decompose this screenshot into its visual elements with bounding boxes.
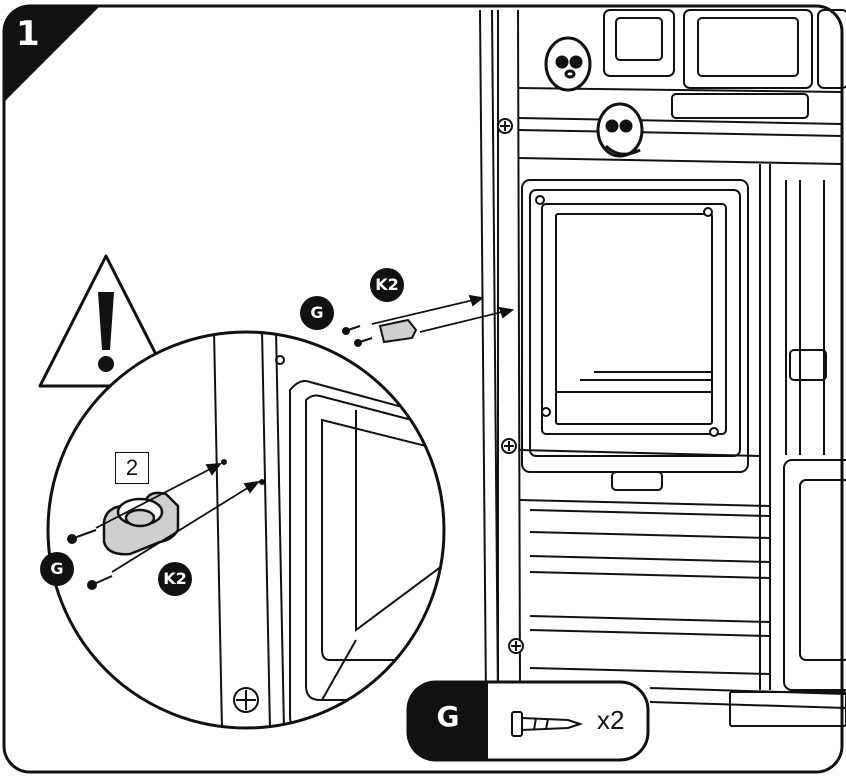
warning-triangle-icon (38, 254, 174, 388)
callout-k2-zoom: K2 (158, 562, 192, 596)
parts-list-letter: G (436, 700, 460, 733)
face-decal-top (544, 36, 592, 92)
main-bracket (378, 318, 418, 344)
part-number-box: 2 (115, 452, 149, 484)
callout-g-zoom: G (40, 552, 74, 586)
zoom-bracket (102, 491, 180, 556)
parts-list-box (406, 680, 650, 762)
main-arrows (371, 294, 515, 333)
face-decal-bottom (596, 102, 644, 158)
zoom-screws (67, 529, 113, 590)
playhouse-wall (479, 9, 846, 727)
zoom-arrows (95, 462, 261, 573)
parts-list-count: x2 (597, 705, 625, 735)
step-number: 1 (16, 14, 40, 54)
screw-icon (511, 711, 584, 737)
callout-k2-main: K2 (370, 268, 404, 302)
zoom-circle (46, 330, 446, 730)
callout-g-main: G (300, 296, 334, 330)
step-corner-tab (4, 6, 100, 102)
wall-screw-heads (497, 118, 719, 654)
main-screws (342, 325, 373, 347)
